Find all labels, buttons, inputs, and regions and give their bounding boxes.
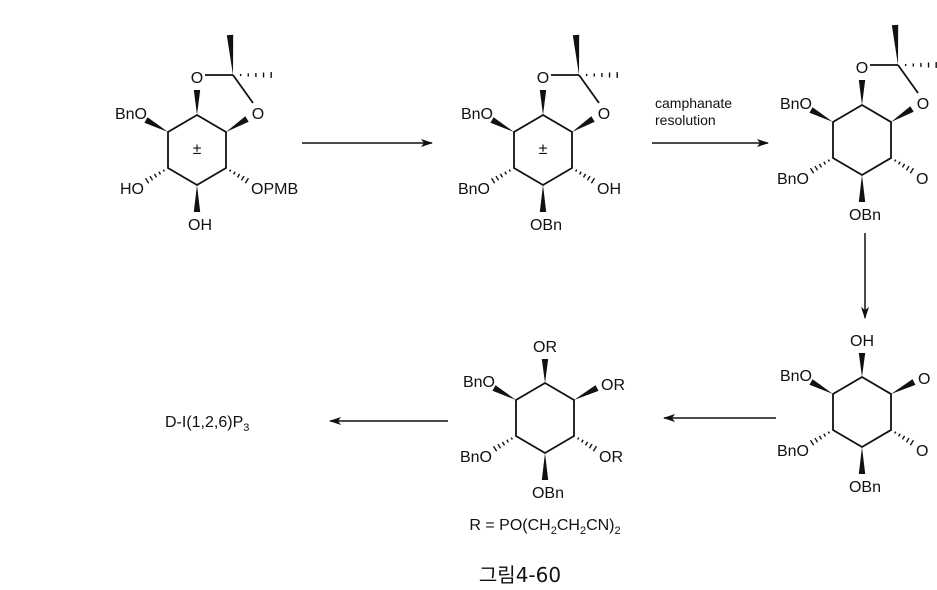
wedge-bond (144, 117, 168, 132)
methyl-hash (585, 72, 618, 78)
methyl-hash (239, 72, 272, 78)
wedge-bond (858, 353, 866, 377)
product-label: D-I(1,2,6)P3 (165, 414, 249, 434)
substituent-bottom: OBn (849, 479, 881, 496)
wedge-bond (539, 90, 547, 115)
compound-4: OH O BnO BnO O OBn (777, 333, 930, 496)
wedge-bond (193, 185, 201, 212)
substituent-upper-left: BnO (780, 96, 812, 113)
wedge-bond (891, 379, 916, 394)
substituent-bottom: OBn (530, 217, 562, 234)
oxygen-atom: O (537, 70, 549, 87)
methyl-wedge (572, 34, 580, 75)
substituent-upper-right: OR (601, 377, 625, 394)
hash-bond (229, 169, 250, 184)
arrow-2-label-line2: resolution (655, 112, 716, 128)
wedge-bond (809, 107, 833, 122)
wedge-bond (492, 385, 516, 400)
compound-1: ± O O BnO HO OPMB OH (115, 34, 298, 234)
cyclohexane-ring (832, 375, 892, 449)
oxygen-atom: O (856, 60, 868, 77)
hash-bond (894, 159, 915, 174)
wedge-bond (539, 185, 547, 212)
substituent-lower-left: HO (120, 181, 144, 198)
substituent-bottom: OBn (849, 207, 881, 224)
oxygen-atom: O (917, 96, 929, 113)
arrow-2-label-line1: camphanate (655, 95, 732, 111)
substituent-lower-left: BnO (777, 443, 809, 460)
substituent-lower-right: OR (599, 449, 623, 466)
oxygen-atom: O (598, 106, 610, 123)
r-group-definition: R = PO(CH2CH2CN)2 (469, 517, 620, 537)
compound-3: O O BnO BnO O OBn (777, 24, 937, 224)
wedge-bond (858, 447, 866, 474)
substituent-lower-left: BnO (460, 449, 492, 466)
oxygen-atom: O (191, 70, 203, 87)
oxygen-atom: O (252, 106, 264, 123)
racemic-marker: ± (193, 141, 202, 158)
substituent-top: OH (850, 333, 874, 350)
bond (232, 74, 254, 104)
substituent-lower-left: BnO (458, 181, 490, 198)
wedge-bond (574, 385, 599, 400)
figure-caption: 그림4-60 (479, 563, 561, 587)
methyl-wedge (891, 24, 899, 65)
substituent-upper-left: BnO (780, 368, 812, 385)
racemic-marker: ± (539, 141, 548, 158)
wedge-bond (858, 80, 866, 105)
methyl-hash (904, 62, 937, 68)
substituent-lower-right: O (916, 171, 928, 188)
hash-bond (492, 437, 513, 452)
substituent-bottom: OBn (532, 485, 564, 502)
hash-bond (894, 431, 915, 446)
substituent-upper-right: O (918, 371, 930, 388)
methyl-wedge (226, 34, 234, 75)
cyclohexane-ring (832, 103, 892, 177)
hash-bond (144, 169, 165, 184)
bond (578, 74, 600, 104)
cyclohexane-ring (515, 381, 575, 455)
substituent-lower-right: O (916, 443, 928, 460)
substituent-upper-left: BnO (461, 106, 493, 123)
compound-5: OR OR BnO BnO OR OBn (460, 339, 625, 502)
substituent-lower-left: BnO (777, 171, 809, 188)
hash-bond (809, 159, 830, 174)
hash-bond (575, 169, 596, 184)
compound-2: ± O O BnO BnO OH OBn (458, 34, 621, 234)
substituent-bottom: OH (188, 217, 212, 234)
substituent-upper-left: BnO (115, 106, 147, 123)
hash-bond (490, 169, 511, 184)
wedge-bond (891, 106, 914, 122)
substituent-lower-right: OPMB (251, 181, 298, 198)
wedge-bond (809, 379, 833, 394)
wedge-bond (490, 117, 514, 132)
wedge-bond (858, 175, 866, 202)
hash-bond (809, 431, 830, 446)
wedge-bond (193, 90, 201, 115)
wedge-bond (541, 453, 549, 480)
wedge-bond (572, 116, 595, 132)
hash-bond (577, 437, 598, 452)
substituent-lower-right: OH (597, 181, 621, 198)
bond (897, 64, 919, 94)
wedge-bond (541, 359, 549, 383)
substituent-upper-left: BnO (463, 374, 495, 391)
wedge-bond (226, 116, 249, 132)
substituent-top: OR (533, 339, 557, 356)
